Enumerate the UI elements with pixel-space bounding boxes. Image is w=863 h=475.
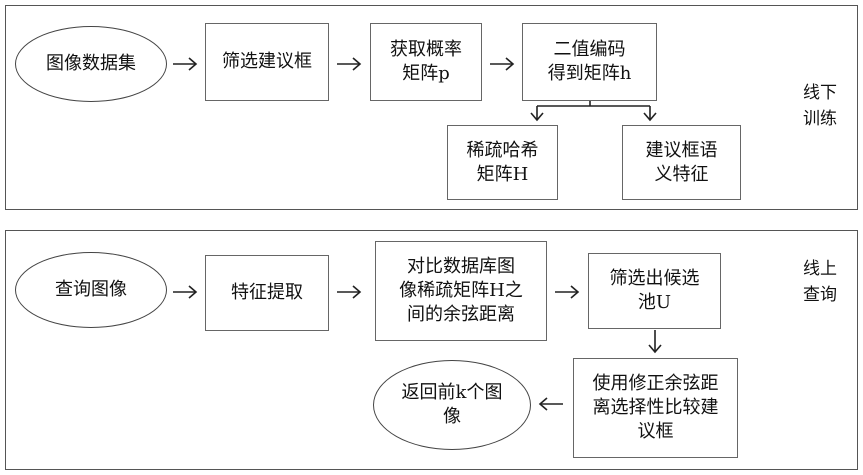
online-side-label: 线上 查询 — [800, 256, 840, 308]
modified-cosine-node: 使用修正余弦距 离选择性比较建 议框 — [573, 358, 738, 458]
return-topk-node: 返回前k个图 像 — [373, 360, 531, 450]
binary-code-node: 二值编码 得到矩阵h — [522, 23, 657, 101]
filter-boxes-node: 筛选建议框 — [205, 23, 329, 101]
dataset-node: 图像数据集 — [15, 26, 167, 102]
prob-matrix-node: 获取概率 矩阵p — [370, 23, 482, 101]
cosine-compare-node: 对比数据库图 像稀疏矩阵H之 间的余弦距离 — [375, 241, 547, 341]
feature-extract-node: 特征提取 — [205, 255, 329, 331]
candidate-pool-node: 筛选出候选 池U — [588, 253, 721, 329]
semantic-feature-node: 建议框语 义特征 — [622, 125, 741, 200]
sparse-hash-node: 稀疏哈希 矩阵H — [447, 125, 558, 200]
offline-side-label: 线下 训练 — [800, 80, 840, 132]
query-image-node: 查询图像 — [15, 252, 167, 328]
